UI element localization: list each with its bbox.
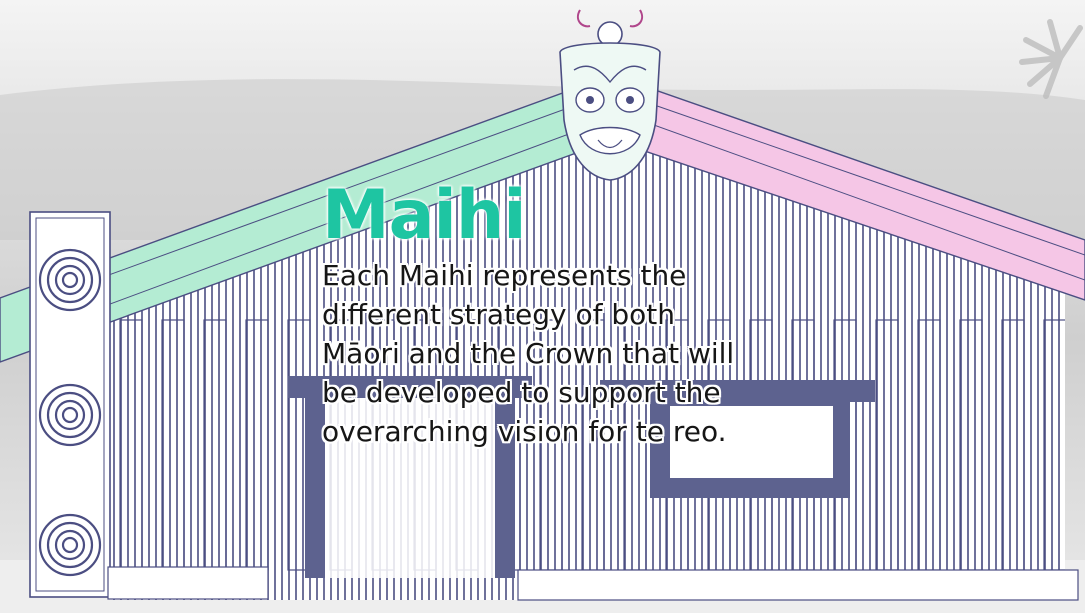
koru-spiral-icon xyxy=(38,383,102,447)
koru-spiral-icon xyxy=(38,513,102,577)
caption-line-5: overarching vision for te reo. xyxy=(322,415,727,448)
caption-line-1: Each Maihi represents the xyxy=(322,259,687,292)
window xyxy=(600,380,875,498)
base-board-left xyxy=(107,566,269,600)
caption-title: Maihi xyxy=(322,176,527,255)
doorway xyxy=(288,376,532,578)
koru-spiral-icon xyxy=(38,248,102,312)
caption-body: Each Maihi represents the different stra… xyxy=(322,256,842,451)
base-board-right xyxy=(517,569,1079,601)
caption-line-4: be developed to support the xyxy=(322,376,721,409)
caption-overlay: Maihi Each Maihi represents the differen… xyxy=(322,180,842,451)
caption-line-3: Māori and the Crown that will xyxy=(322,337,735,370)
amo-post xyxy=(29,211,111,598)
caption-line-2: different strategy of both xyxy=(322,298,676,331)
koruru-carving-icon xyxy=(559,9,661,181)
palm-tree-icon xyxy=(1019,19,1083,99)
